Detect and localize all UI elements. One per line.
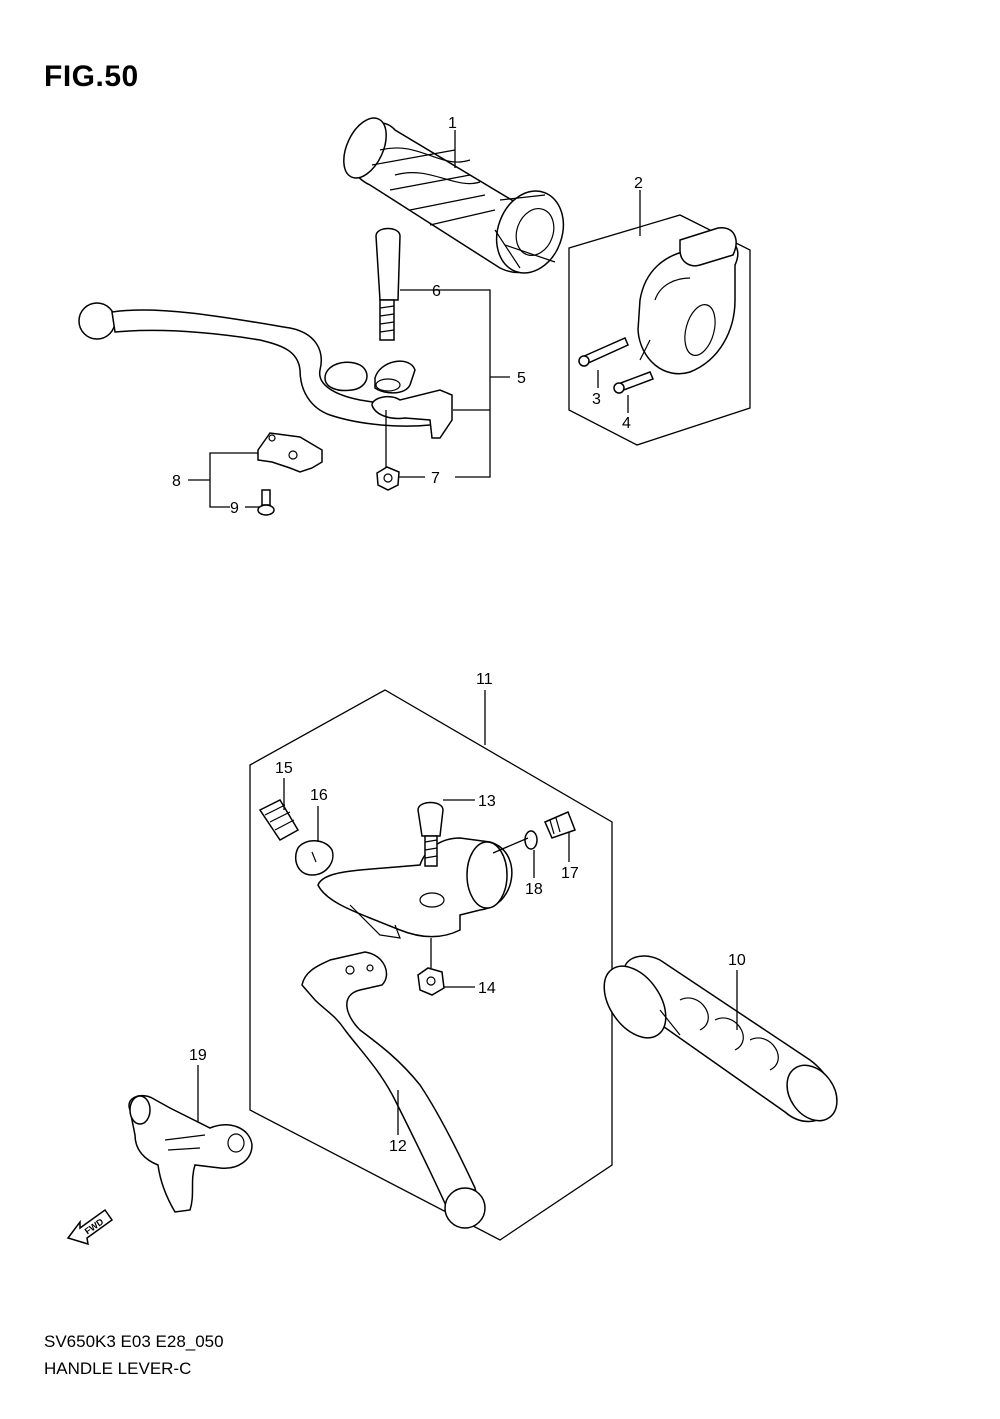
callout-1: 1 — [448, 115, 457, 132]
callout-13: 13 — [478, 793, 496, 810]
throttle-grip — [343, 117, 565, 274]
callout-18: 18 — [525, 881, 543, 898]
clutch-switch — [128, 1094, 253, 1213]
callout-11: 11 — [476, 671, 493, 688]
callout-8: 8 — [172, 473, 181, 490]
callout-5: 5 — [517, 370, 526, 387]
callout-7: 7 — [431, 470, 440, 487]
diagram-code: SV650K3 E03 E28_050 — [44, 1332, 224, 1351]
callout-15: 15 — [275, 760, 293, 777]
callout-4: 4 — [622, 415, 631, 432]
callout-14: 14 — [478, 980, 496, 997]
callout-19: 19 — [189, 1047, 207, 1064]
throttle-housing-assembly — [568, 214, 751, 446]
callout-2: 2 — [634, 175, 643, 192]
front-brake-lever — [78, 227, 453, 516]
clutch-lever-assembly — [249, 689, 613, 1241]
callout-16: 16 — [310, 787, 328, 804]
callout-12: 12 — [389, 1138, 407, 1155]
callout-9: 9 — [230, 500, 239, 517]
fwd-arrow-icon: FWD — [66, 1208, 114, 1246]
left-grip — [603, 955, 838, 1123]
figure-title: FIG.50 — [44, 60, 139, 93]
leader-lines-top — [188, 130, 641, 508]
callout-3: 3 — [592, 391, 601, 408]
callout-10: 10 — [728, 952, 746, 969]
diagram-name: HANDLE LEVER-C — [44, 1359, 192, 1378]
callout-6: 6 — [432, 283, 441, 300]
callout-17: 17 — [561, 865, 579, 882]
leader-lines-bottom — [197, 690, 738, 1135]
